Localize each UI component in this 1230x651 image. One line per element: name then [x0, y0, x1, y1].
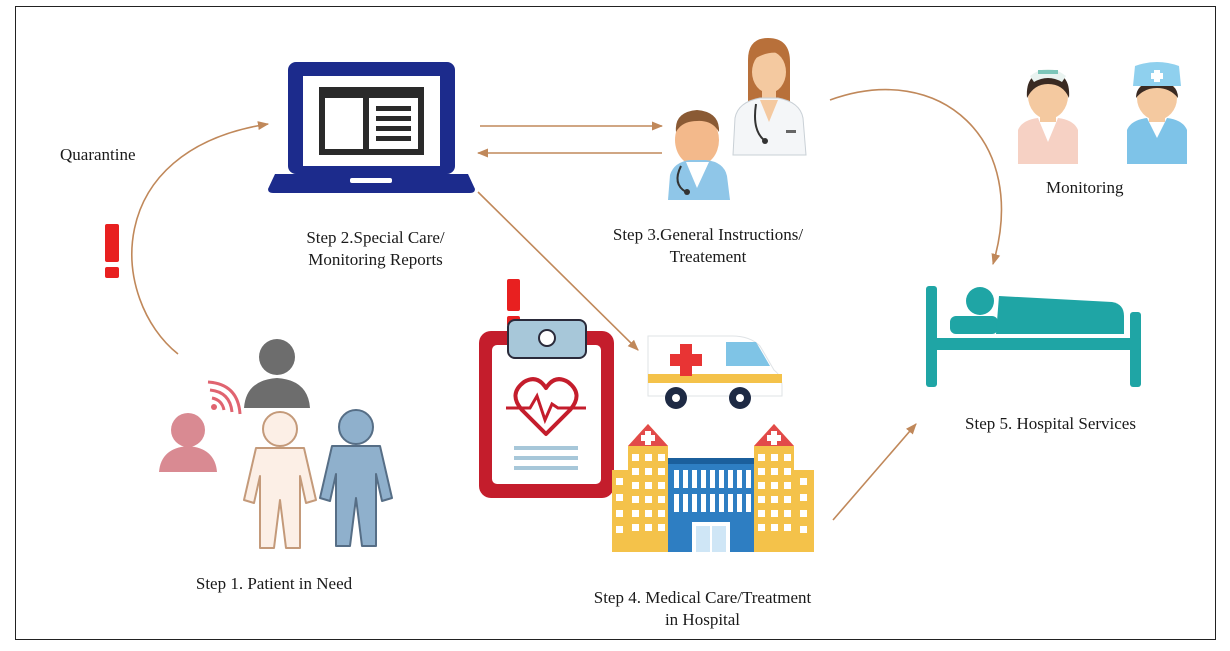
step4-label-line1: Step 4. Medical Care/Treatment [593, 588, 812, 607]
hospital-building-icon [612, 424, 814, 552]
monitoring-label: Monitoring [1046, 178, 1124, 197]
hospital-bed-icon [926, 286, 1141, 387]
step4-label-line2: in Hospital [664, 610, 741, 629]
step3-label: Step 3.General Instructions/ Treatement [573, 224, 843, 268]
laptop-icon [268, 62, 475, 193]
step5-label: Step 5. Hospital Services [965, 414, 1136, 433]
nurses-icon [1018, 62, 1187, 164]
arrow-laptop-to-ambulance [477, 191, 639, 351]
step2-label-line2: Monitoring Reports [308, 250, 443, 269]
step2-label: Step 2.Special Care/ Monitoring Reports [268, 227, 483, 271]
step3-label-line2: Treatement [669, 247, 747, 266]
step3-label-line1: Step 3.General Instructions/ [612, 225, 804, 244]
arrow-hospital-to-bed [832, 423, 917, 521]
patients-icon [159, 339, 393, 549]
step2-label-line1: Step 2.Special Care/ [306, 228, 445, 247]
arrow-doctors-to-bed [829, 88, 1003, 266]
step1-label: Step 1. Patient in Need [195, 574, 353, 593]
alert-icon [105, 224, 119, 278]
doctors-icon [668, 38, 807, 200]
quarantine-label: Quarantine [60, 145, 136, 164]
alert-icon-clipboard [507, 279, 520, 326]
ambulance-icon [647, 335, 783, 409]
arrow-quarantine [131, 121, 270, 355]
medical-clipboard-icon [479, 319, 614, 498]
step4-label: Step 4. Medical Care/Treatment in Hospit… [540, 587, 865, 631]
